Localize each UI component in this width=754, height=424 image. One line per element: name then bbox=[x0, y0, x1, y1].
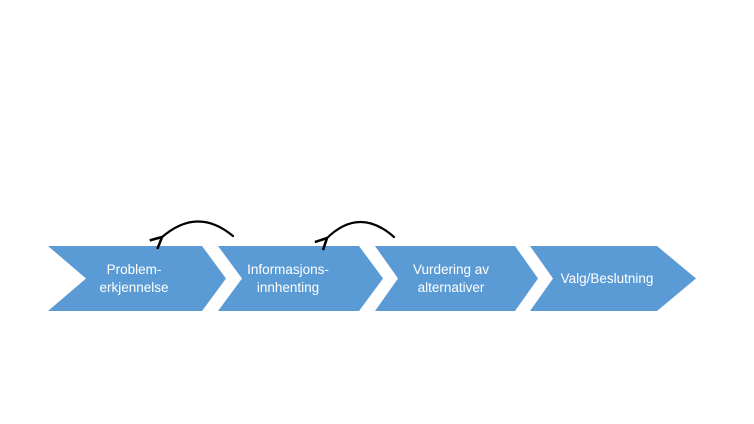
feedback-arrow-2 bbox=[326, 220, 396, 239]
feedback-arrow-1 bbox=[161, 220, 235, 238]
chevron-step-1 bbox=[48, 246, 226, 311]
chevron-step-4 bbox=[530, 246, 696, 311]
chevron-step-3 bbox=[375, 246, 538, 311]
chevron-step-2 bbox=[218, 246, 383, 311]
